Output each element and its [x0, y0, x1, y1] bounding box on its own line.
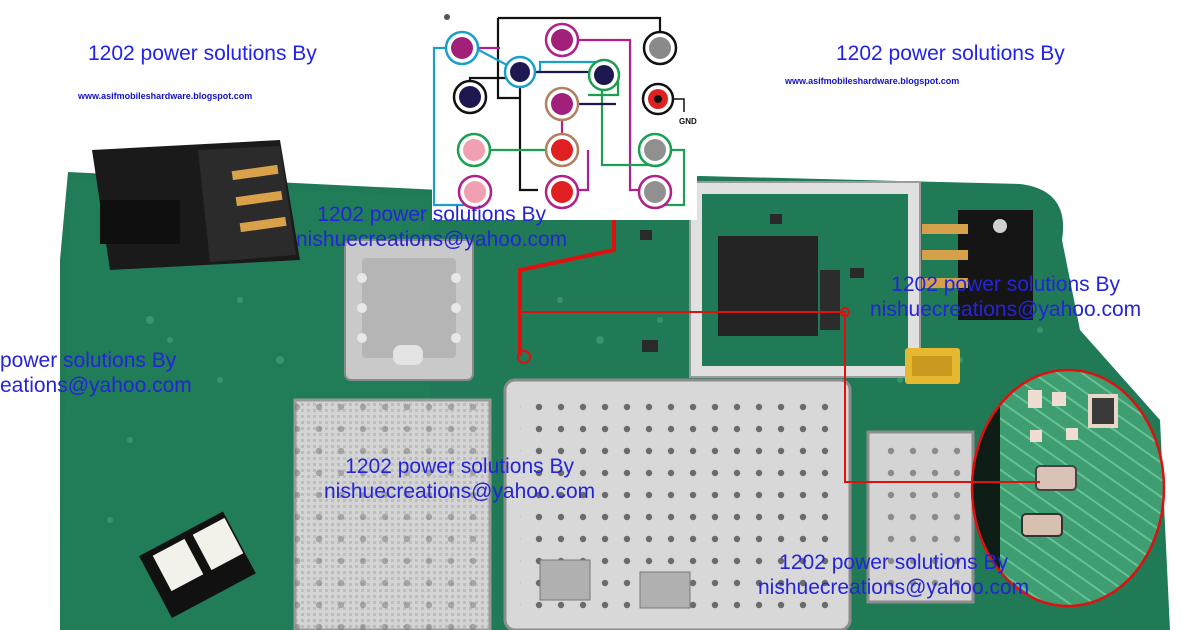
right-connector [922, 210, 1033, 320]
watermark-line2: nishuecreations@yahoo.com [296, 228, 568, 251]
sim-slot [344, 239, 474, 381]
gnd-label: GND [679, 117, 697, 126]
pad-5-3 [637, 174, 673, 210]
pad-5-1 [457, 174, 493, 210]
pad-4-3 [637, 132, 673, 168]
pad-1-3 [642, 30, 678, 66]
watermark-line2: nishuecreations@yahoo.com [324, 480, 596, 503]
battery-connector [92, 140, 300, 270]
watermark-line2: eations@yahoo.com [0, 374, 192, 397]
watermark-line1: 1202 power solutions By [345, 455, 574, 478]
header-left-url: www.asifmobileshardware.blogspot.com [78, 91, 253, 101]
pad-3-2 [544, 86, 580, 122]
watermark-line2: nishuecreations@yahoo.com [758, 576, 1030, 599]
watermark-line1: 1202 power solutions By [317, 203, 546, 226]
pad-3-1 [452, 79, 488, 115]
pad-2-2 [587, 58, 621, 92]
pad-5-2 [544, 174, 580, 210]
pad-1-1 [444, 30, 480, 66]
watermark-left-cut: power solutions By eations@yahoo.com [0, 348, 192, 398]
center-shield [503, 378, 852, 630]
pad-gnd [641, 82, 675, 116]
watermark-line2: nishuecreations@yahoo.com [870, 298, 1142, 321]
watermark-line1: power solutions By [0, 349, 177, 372]
watermark-right: 1202 power solutions By nishuecreations@… [870, 272, 1141, 322]
header-right-title: 1202 power solutions By [836, 42, 1065, 65]
pad-4-1 [456, 132, 492, 168]
pad-4-2 [544, 132, 580, 168]
watermark-line1: 1202 power solutions By [779, 551, 1008, 574]
pinout-diagram [432, 10, 697, 220]
watermark-top-center: 1202 power solutions By nishuecreations@… [296, 202, 567, 252]
watermark-bottom-right: 1202 power solutions By nishuecreations@… [758, 550, 1029, 600]
pad-1-2 [544, 22, 580, 58]
magnified-inset [970, 368, 1166, 608]
watermark-line1: 1202 power solutions By [891, 273, 1120, 296]
pad-2-1 [503, 55, 537, 89]
cpu-chip [689, 181, 921, 378]
header-right-url: www.asifmobileshardware.blogspot.com [785, 76, 960, 86]
watermark-center: 1202 power solutions By nishuecreations@… [324, 454, 595, 504]
header-left-title: 1202 power solutions By [88, 42, 317, 65]
keypad-pads [139, 511, 256, 618]
